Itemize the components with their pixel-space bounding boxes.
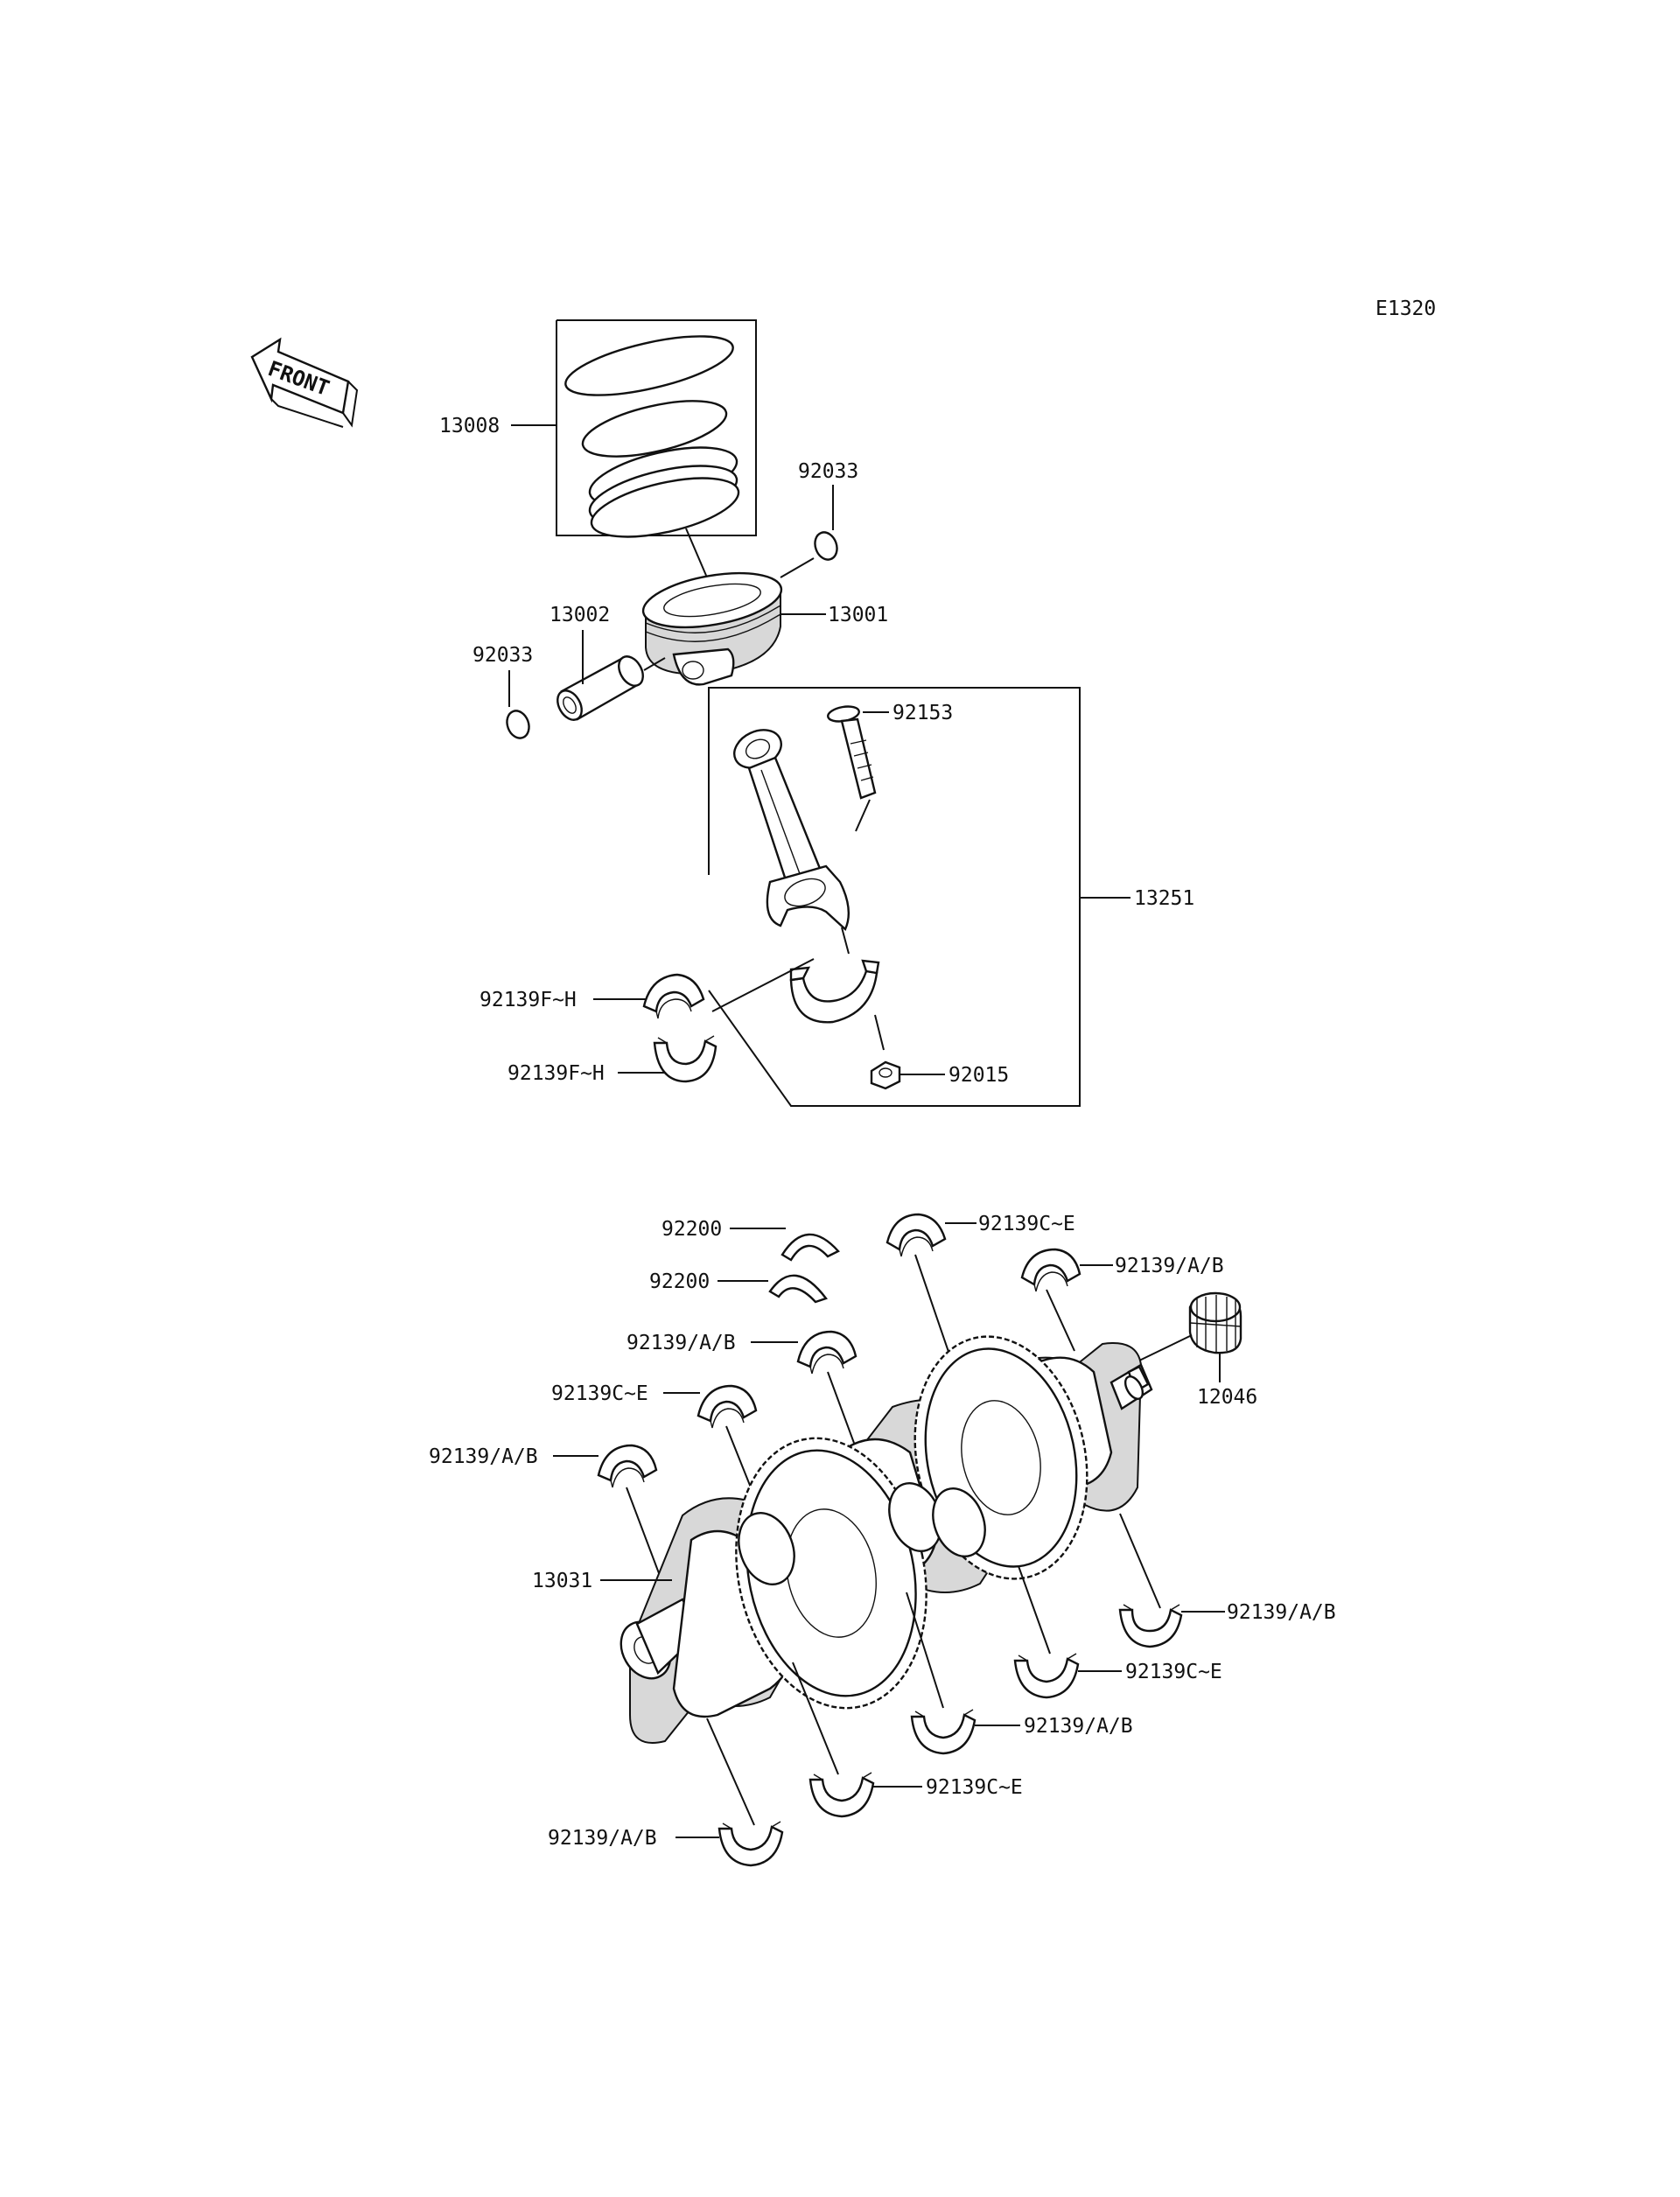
connecting-rod-icon (733, 729, 850, 931)
main-bearing-lower-2-icon (1013, 1653, 1080, 1699)
label-92139ab-lower-5: 92139/A/B (548, 1827, 657, 1850)
label-92139ab-lower-1: 92139/A/B (1227, 1601, 1336, 1624)
conrod-bolt-icon (827, 705, 877, 800)
label-92139fh-1: 92139F~H (480, 989, 577, 1011)
main-bearing-lower-5-icon (718, 1821, 784, 1867)
label-13031: 13031 (532, 1570, 592, 1592)
main-bearing-upper-4-icon (696, 1384, 758, 1429)
conrod-bearing-2-icon (653, 1035, 718, 1083)
label-92139ab-lower-3: 92139/A/B (1024, 1715, 1133, 1738)
label-92139ce-upper-1: 92139C~E (978, 1213, 1075, 1235)
main-bearing-lower-1-icon (1118, 1604, 1183, 1648)
label-12046: 12046 (1197, 1386, 1257, 1409)
crankshaft-icon (620, 1335, 1153, 1744)
conrod-cap-icon (789, 959, 880, 1024)
label-92015: 92015 (948, 1064, 1009, 1087)
circlip-lower-icon (506, 710, 530, 739)
main-bearing-upper-5-icon (597, 1444, 658, 1488)
label-13008: 13008 (439, 415, 500, 437)
front-arrow-icon: FRONT (250, 337, 359, 428)
conrod-nut-icon (870, 1060, 901, 1090)
label-92033-upper: 92033 (798, 460, 858, 483)
main-bearing-upper-1-icon (886, 1213, 947, 1257)
label-92200-2: 92200 (649, 1270, 710, 1293)
label-92139ab-upper-2: 92139/A/B (1115, 1255, 1224, 1277)
label-92139ce-lower-2: 92139C~E (1125, 1661, 1222, 1683)
gear-icon (1188, 1291, 1242, 1354)
diagram-code: E1320 (1376, 297, 1436, 320)
main-bearing-lower-3-icon (910, 1709, 976, 1755)
piston-icon (641, 571, 783, 686)
thrust-washer-2-icon (768, 1274, 828, 1304)
label-92033-lower: 92033 (472, 644, 533, 667)
circlip-upper-icon (814, 531, 838, 561)
thrust-washer-1-icon (780, 1233, 840, 1262)
label-13251: 13251 (1134, 887, 1194, 910)
label-92139ab-upper-5: 92139/A/B (429, 1445, 538, 1468)
piston-pin-icon (556, 655, 644, 721)
label-13001: 13001 (828, 604, 888, 626)
label-92139ce-upper-4: 92139C~E (551, 1382, 648, 1405)
piston-rings-box (556, 319, 757, 538)
label-92153: 92153 (892, 702, 953, 724)
label-92139fh-2: 92139F~H (508, 1062, 605, 1085)
main-bearing-upper-2-icon (1020, 1248, 1082, 1292)
main-bearing-lower-4-icon (808, 1772, 875, 1818)
label-92139ab-upper-3: 92139/A/B (626, 1332, 736, 1354)
label-92200-1: 92200 (662, 1218, 722, 1241)
label-13002: 13002 (550, 604, 610, 626)
conrod-bearing-1-icon (642, 973, 705, 1019)
label-92139ce-lower-4: 92139C~E (926, 1776, 1023, 1799)
main-bearing-upper-3-icon (796, 1330, 858, 1375)
